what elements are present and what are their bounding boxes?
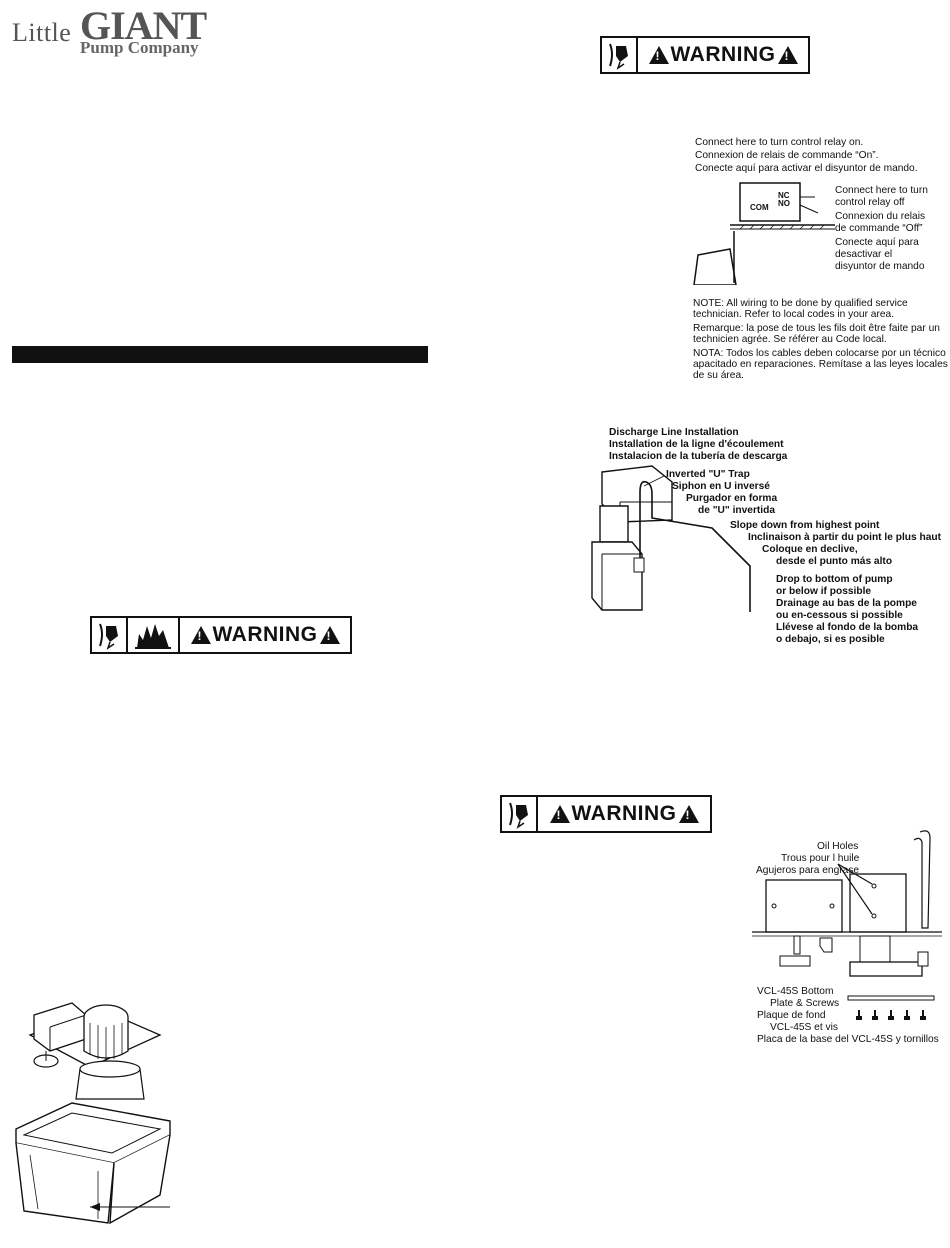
relay-off-es-3: disyuntor de mando (835, 261, 925, 272)
relay-on-fr: Connexion de relais de commande “On”. (695, 150, 879, 161)
shock-hazard-icon (502, 797, 538, 831)
drop-fr-1: Drainage au bas de la pompe (776, 598, 917, 609)
plate-fr-2: VCL-45S et vis (770, 1022, 838, 1033)
warning-triangle-icon (319, 626, 340, 644)
relay-off-fr-1: Connexion du relais (835, 211, 926, 222)
warning-triangle-icon (777, 46, 798, 64)
fire-hazard-icon (128, 618, 180, 652)
drop-es-2: o debajo, si es posible (776, 634, 885, 645)
pump-and-tank-illustration (15, 1002, 171, 1225)
relay-off-es-1: Conecte aquí para (835, 237, 919, 248)
discharge-title-en: Discharge Line Installation (609, 427, 739, 438)
warning-triangle-icon (549, 805, 570, 823)
oil-holes-fr: Trous pour l huile (781, 853, 860, 864)
warning-triangle-icon (190, 626, 211, 644)
warning-text: WARNING (212, 623, 318, 646)
trap-fr: Siphon en U inversé (672, 481, 770, 492)
trap-en: Inverted "U" Trap (666, 469, 750, 480)
note-fr-1: Remarque: la pose de tous les fils doit … (693, 323, 940, 334)
slope-en: Slope down from highest point (730, 520, 880, 531)
warning-triangle-icon (648, 46, 669, 64)
plate-es: Placa de la base del VCL-45S y tornillos (757, 1034, 939, 1045)
trap-es-1: Purgador en forma (686, 493, 778, 504)
discharge-title-fr: Installation de la ligne d'écoulement (609, 439, 784, 450)
note-es-3: de su área. (693, 370, 744, 381)
warning-box-electrical-bottom: WARNING (500, 795, 712, 833)
warning-text: WARNING (670, 43, 776, 66)
logo-little: Little (12, 18, 72, 47)
drop-en-1: Drop to bottom of pump (776, 574, 893, 585)
drop-es-1: Llévese al fondo de la bomba (776, 622, 919, 633)
terminal-no: NO (778, 199, 790, 208)
warning-label-area: WARNING (638, 38, 808, 72)
shock-hazard-icon (602, 38, 638, 72)
note-es-1: NOTA: Todos los cables deben colocarse p… (693, 348, 946, 359)
relay-switch-diagram (693, 182, 835, 285)
slope-es-1: Coloque en declive, (762, 544, 858, 555)
plate-fr-1: Plaque de fond (757, 1010, 826, 1021)
note-en-2: technician. Refer to local codes in your… (693, 309, 895, 320)
discharge-pump-diagram (591, 465, 751, 612)
section-divider-bar (12, 346, 428, 363)
trap-es-2: de "U" invertida (698, 505, 776, 516)
oil-holes-es: Agujeros para engrase (756, 865, 860, 876)
plate-en-1: VCL-45S Bottom (757, 986, 834, 997)
warning-label-area: WARNING (180, 618, 350, 652)
terminal-nc: NC (778, 191, 790, 200)
oil-holes-en: Oil Holes (817, 841, 859, 852)
logo-giant: GIANT (80, 3, 207, 48)
oil-holes-diagram (752, 830, 942, 1020)
relay-off-es-2: desactivar el (835, 249, 893, 260)
relay-off-en-2: control relay off (835, 197, 905, 208)
discharge-title-es: Instalacion de la tubería de descarga (609, 451, 788, 462)
note-fr-2: technicien agrée. Se référer au Code loc… (693, 334, 887, 345)
note-es-2: apacitado en reparaciones. Remítase a la… (693, 359, 948, 370)
relay-off-fr-2: de commande “Off” (835, 223, 923, 234)
warning-label-area: WARNING (538, 797, 710, 831)
shock-hazard-icon (92, 618, 128, 652)
relay-on-en: Connect here to turn control relay on. (695, 137, 864, 148)
plate-en-2: Plate & Screws (770, 998, 840, 1009)
slope-es-2: desde el punto más alto (776, 556, 893, 567)
logo-subtitle: Pump Company (80, 38, 199, 57)
drop-en-2: or below if possible (776, 586, 872, 597)
warning-triangle-icon (678, 805, 699, 823)
relay-on-es: Conecte aquí para activar el disyuntor d… (695, 163, 918, 174)
slope-fr: Inclinaison à partir du point le plus ha… (748, 532, 942, 543)
warning-box-shock-fire: WARNING (90, 616, 352, 654)
drop-fr-2: ou en-cessous si possible (776, 610, 903, 621)
note-en-1: NOTE: All wiring to be done by qualified… (693, 298, 908, 309)
terminal-com: COM (750, 203, 769, 212)
warning-box-electrical-top: WARNING (600, 36, 810, 74)
relay-off-en-1: Connect here to turn (835, 185, 928, 196)
warning-text: WARNING (571, 802, 677, 825)
